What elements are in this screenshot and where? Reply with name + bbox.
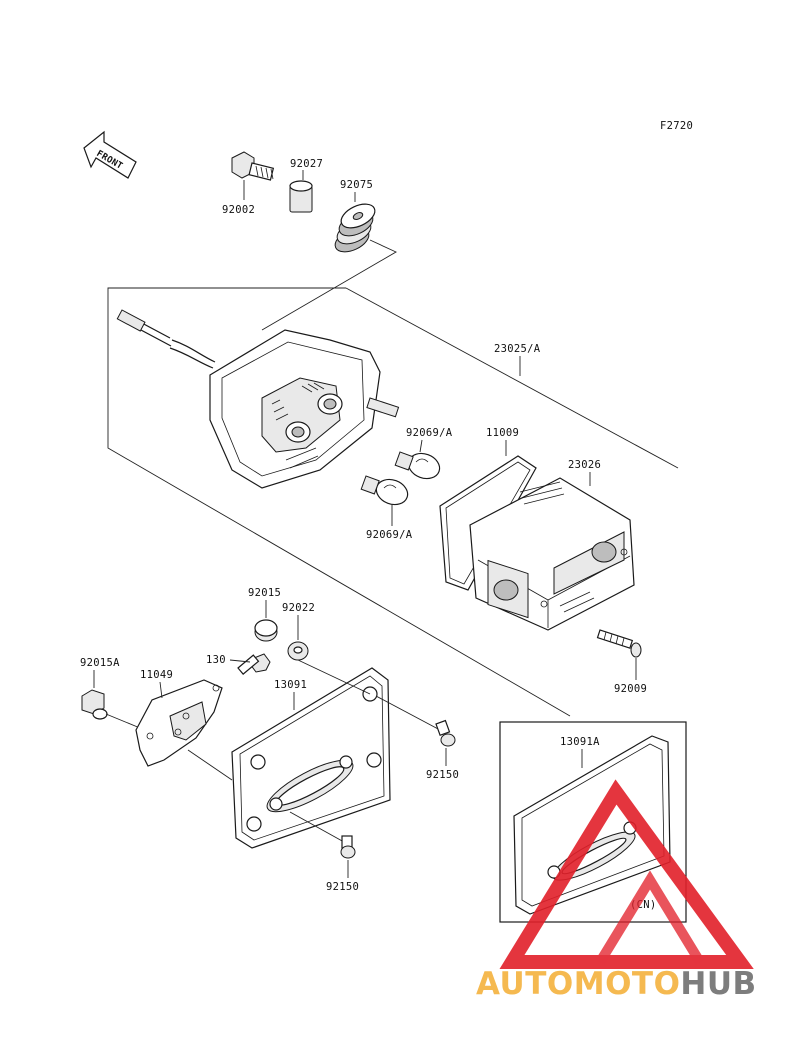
label-92015A: 92015A (80, 657, 120, 669)
label-92150-right: 92150 (426, 769, 459, 781)
license-plate-13091-icon (231, 667, 391, 849)
bolt-92002-icon (231, 151, 275, 181)
label-92069A-upper: 92069/A (406, 427, 453, 439)
svg-text:AUTOMOTOHUB: AUTOMOTOHUB (476, 966, 757, 1002)
nut-92015A-icon (81, 689, 108, 720)
watermark-hub: HUB (680, 966, 756, 1002)
figure-code: F2720 (660, 120, 693, 132)
watermark-moto: MOTO (574, 966, 681, 1002)
bracket-11049-icon (135, 679, 223, 767)
label-92002: 92002 (222, 204, 255, 216)
lens-23026-icon (469, 477, 635, 631)
label-130: 130 (206, 654, 226, 666)
collar-92027-icon (289, 180, 313, 213)
washer-92022-icon (287, 641, 309, 661)
watermark-auto: AUTO (476, 966, 574, 1002)
nut-92015-icon (254, 619, 278, 642)
screw-92150-bottom-icon (340, 835, 356, 859)
label-92069A-lower: 92069/A (366, 529, 413, 541)
tail-lamp-housing-icon (209, 329, 400, 489)
label-23025A: 23025/A (494, 343, 541, 355)
label-11049: 11049 (140, 669, 173, 681)
label-23026: 23026 (568, 459, 601, 471)
label-13091: 13091 (274, 679, 307, 691)
watermark-logo-icon (499, 779, 754, 969)
label-11009: 11009 (486, 427, 519, 439)
label-92075: 92075 (340, 179, 373, 191)
bolt-130-icon (237, 653, 271, 675)
bulb-upper-icon (394, 451, 441, 480)
screw-92150-right-icon (435, 719, 456, 747)
label-13091A: 13091A (560, 736, 600, 748)
automotohub-watermark: AUTOMOTOHUB (476, 779, 757, 1002)
label-92009: 92009 (614, 683, 647, 695)
screw-92009-icon (596, 629, 642, 658)
front-arrow-icon: FRONT (83, 130, 137, 179)
grommet-92075-icon (334, 203, 376, 253)
label-92150-bottom: 92150 (326, 881, 359, 893)
label-92027: 92027 (290, 158, 323, 170)
label-92015: 92015 (248, 587, 281, 599)
label-92022: 92022 (282, 602, 315, 614)
wire-connector-icon (116, 309, 216, 369)
bulb-lower-icon (360, 475, 409, 506)
